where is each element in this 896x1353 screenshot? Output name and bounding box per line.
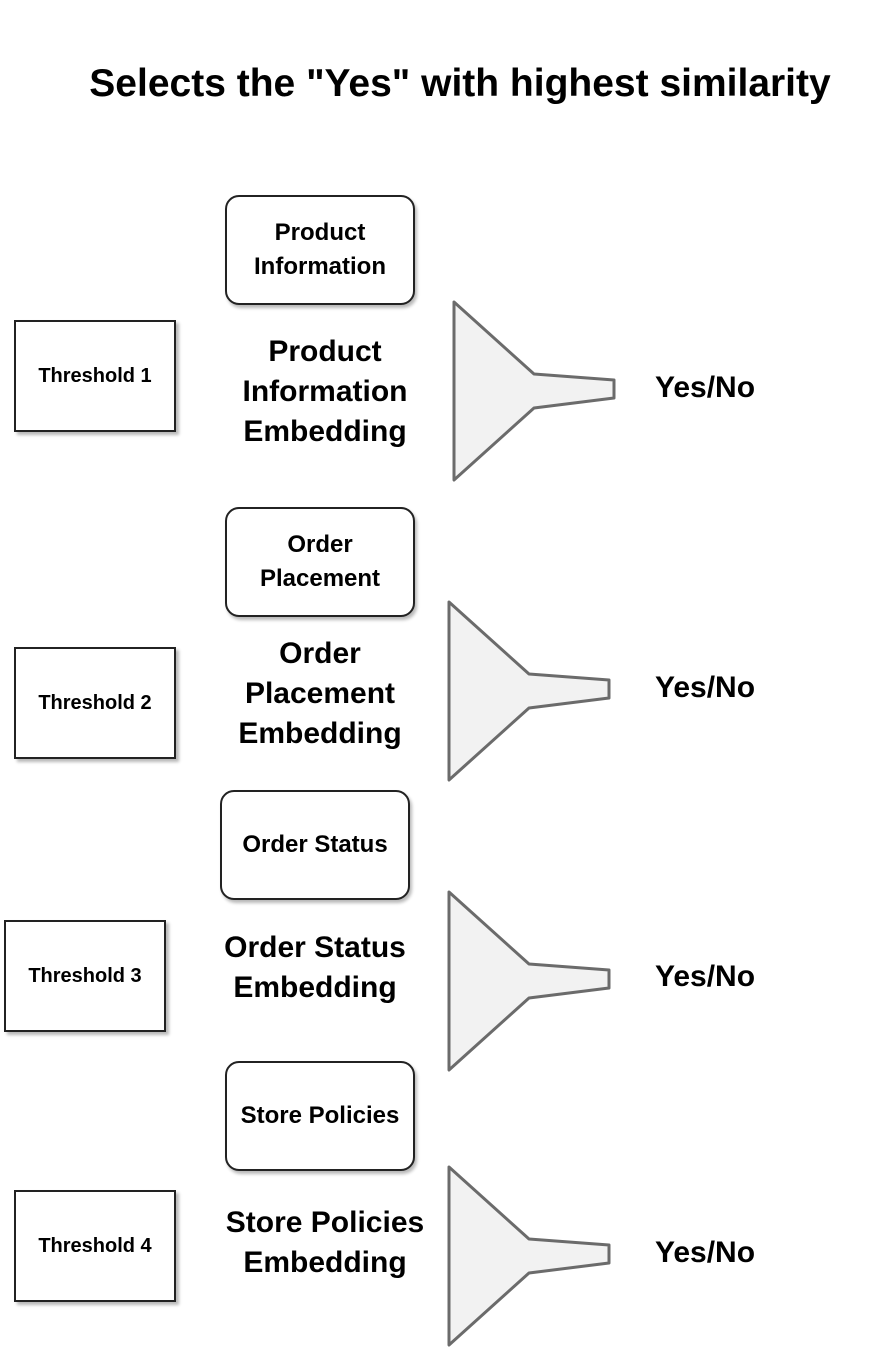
output-label: Yes/No bbox=[655, 1236, 756, 1269]
category-box: Order Status bbox=[220, 790, 410, 900]
embedding-label: Order Placement Embedding bbox=[238, 637, 402, 750]
category-box: Product Information bbox=[225, 195, 415, 305]
category-box: Store Policies bbox=[225, 1061, 415, 1171]
output-label: Yes/No bbox=[655, 960, 756, 993]
funnel-icon bbox=[447, 890, 611, 1072]
funnel-icon bbox=[447, 600, 611, 782]
funnel-icon bbox=[452, 300, 616, 482]
threshold-box: Threshold 3 bbox=[4, 920, 166, 1032]
embedding-label: Product Information Embedding bbox=[242, 335, 408, 448]
threshold-box: Threshold 1 bbox=[14, 320, 176, 432]
embedding-label: Order Status Embedding bbox=[224, 931, 406, 1004]
diagram-title: Selects the "Yes" with highest similarit… bbox=[89, 62, 831, 105]
embedding-label: Store Policies Embedding bbox=[225, 1206, 425, 1279]
funnel-icon bbox=[447, 1165, 611, 1347]
output-label: Yes/No bbox=[655, 671, 756, 704]
threshold-box: Threshold 2 bbox=[14, 647, 176, 759]
threshold-box: Threshold 4 bbox=[14, 1190, 176, 1302]
output-label: Yes/No bbox=[655, 371, 756, 404]
category-box: Order Placement bbox=[225, 507, 415, 617]
